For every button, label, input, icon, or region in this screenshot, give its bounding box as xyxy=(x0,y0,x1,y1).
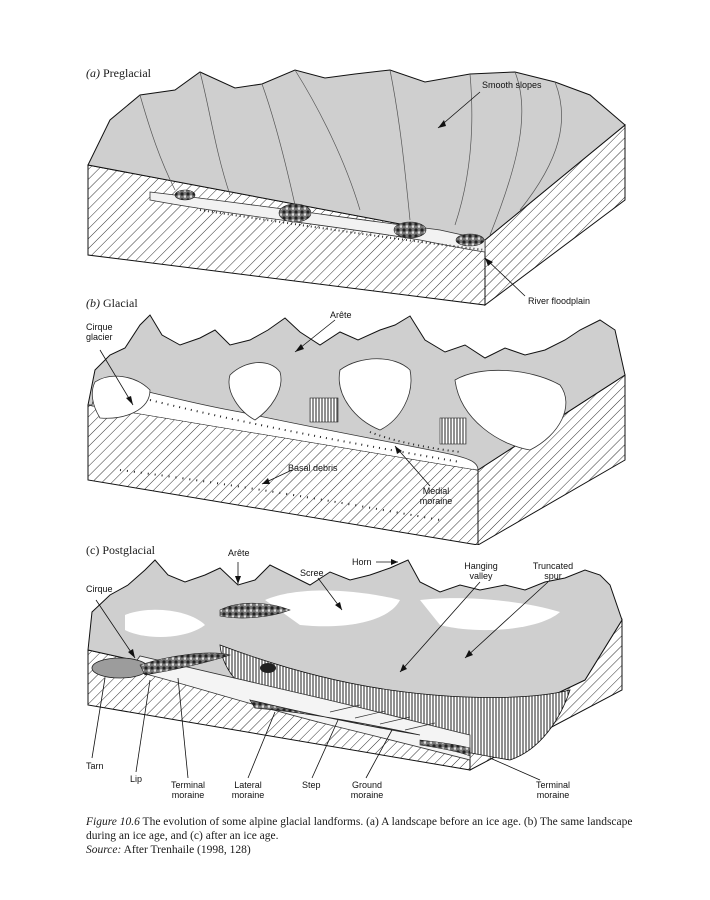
panel-c-postglacial: (c) Postglacial Arête Horn Scree Hanging… xyxy=(86,543,623,800)
source-label: Source: xyxy=(86,844,122,856)
label-cirque-glacier: Cirque glacier xyxy=(86,322,113,342)
label-lateral-moraine: Lateral moraine xyxy=(231,780,265,800)
panel-a-letter: (a) xyxy=(86,66,100,80)
panel-a-preglacial: (a) Preglacial Smooth slopes River flood… xyxy=(0,0,710,310)
label-hanging-valley: Hanging valley xyxy=(464,561,498,581)
label-smooth-slopes: Smooth slopes xyxy=(482,80,542,90)
preglacial-diagram xyxy=(87,69,626,306)
label-cirque: Cirque xyxy=(86,584,113,594)
caption-text: The evolution of some alpine glacial lan… xyxy=(86,816,633,842)
panel-b-title: (b) Glacial xyxy=(86,296,138,311)
label-scree: Scree xyxy=(300,568,324,578)
label-ground-moraine: Ground moraine xyxy=(350,780,384,800)
panel-b-letter: (b) xyxy=(86,296,100,310)
label-lip: Lip xyxy=(130,774,143,784)
label-medial-moraine: Medial moraine xyxy=(419,486,453,506)
glacial-diagram xyxy=(87,314,626,545)
label-horn: Horn xyxy=(352,557,372,567)
label-terminal-moraine-left: Terminal moraine xyxy=(170,780,205,800)
label-step: Step xyxy=(302,780,321,790)
label-arete-b: Arête xyxy=(330,310,352,320)
label-tarn: Tarn xyxy=(86,761,104,771)
label-arete-c: Arête xyxy=(228,548,250,558)
panel-a-title-text: Preglacial xyxy=(103,66,151,80)
figure-label: Figure 10.6 xyxy=(86,816,140,828)
source-text: After Trenhaile (1998, 128) xyxy=(123,844,251,856)
panel-b-glacial: (b) Glacial Cirque glacier Arête Basal d… xyxy=(86,296,626,545)
label-basal-debris: Basal debris xyxy=(288,463,338,473)
label-truncated-spur: Truncated spur xyxy=(532,561,574,581)
figure-caption: Figure 10.6 The evolution of some alpine… xyxy=(86,815,646,857)
panel-a-title: (a) Preglacial xyxy=(86,66,151,81)
panel-b-title-text: Glacial xyxy=(103,296,138,310)
postglacial-diagram xyxy=(87,559,623,781)
label-river-floodplain: River floodplain xyxy=(528,296,591,306)
label-terminal-moraine-right: Terminal moraine xyxy=(535,780,570,800)
panel-c-title: (c) Postglacial xyxy=(86,543,155,557)
